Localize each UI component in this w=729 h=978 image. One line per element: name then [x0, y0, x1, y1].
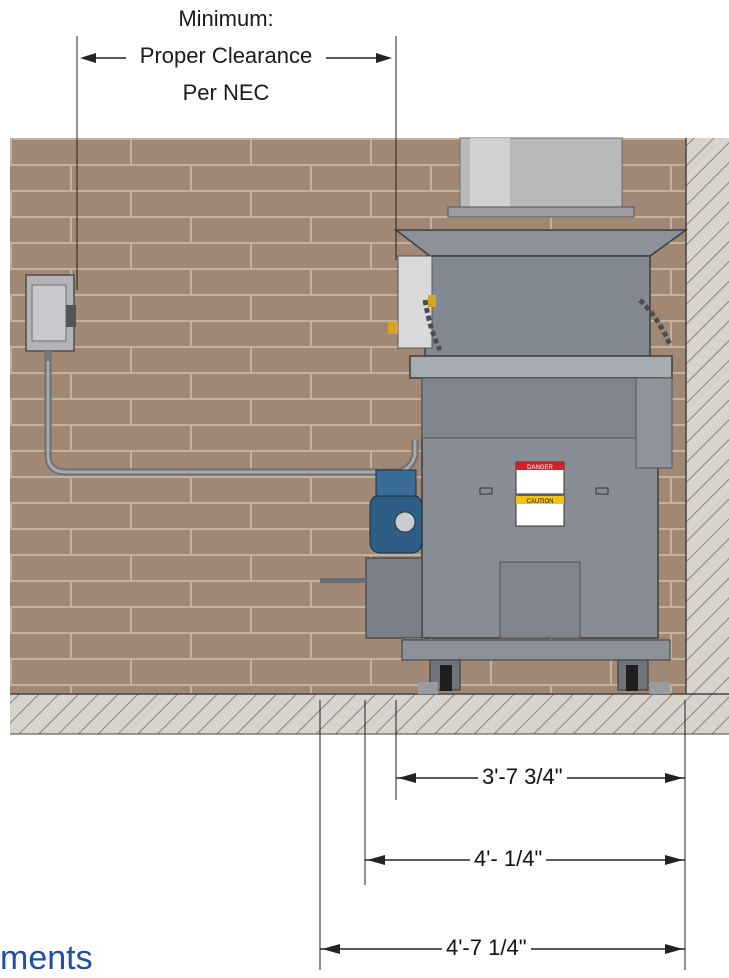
right-wheel	[617, 659, 649, 691]
side-wall	[686, 138, 729, 694]
clearance-line-1: Minimum:	[178, 6, 274, 31]
danger-label: DANGER	[515, 461, 565, 495]
table-top	[409, 355, 673, 379]
disconnect-box	[25, 274, 76, 361]
dimension-label-1: 3'-7 3/4"	[478, 764, 567, 790]
floor	[10, 694, 729, 734]
hopper	[393, 229, 689, 257]
dimension-label-3: 4'-7 1/4"	[442, 935, 531, 961]
base-frame	[401, 639, 671, 661]
footer-heading: ments	[0, 939, 93, 977]
caution-label: CAUTION	[515, 495, 565, 527]
caution-label-text: CAUTION	[527, 499, 554, 505]
dimension-label-2: 4'- 1/4"	[470, 846, 547, 872]
pump-unit	[365, 557, 423, 639]
motor	[369, 469, 423, 554]
clearance-line-2: Proper Clearance	[126, 43, 326, 69]
danger-label-text: DANGER	[527, 465, 553, 471]
clearance-line-3: Per NEC	[182, 80, 270, 105]
chain	[638, 298, 673, 346]
